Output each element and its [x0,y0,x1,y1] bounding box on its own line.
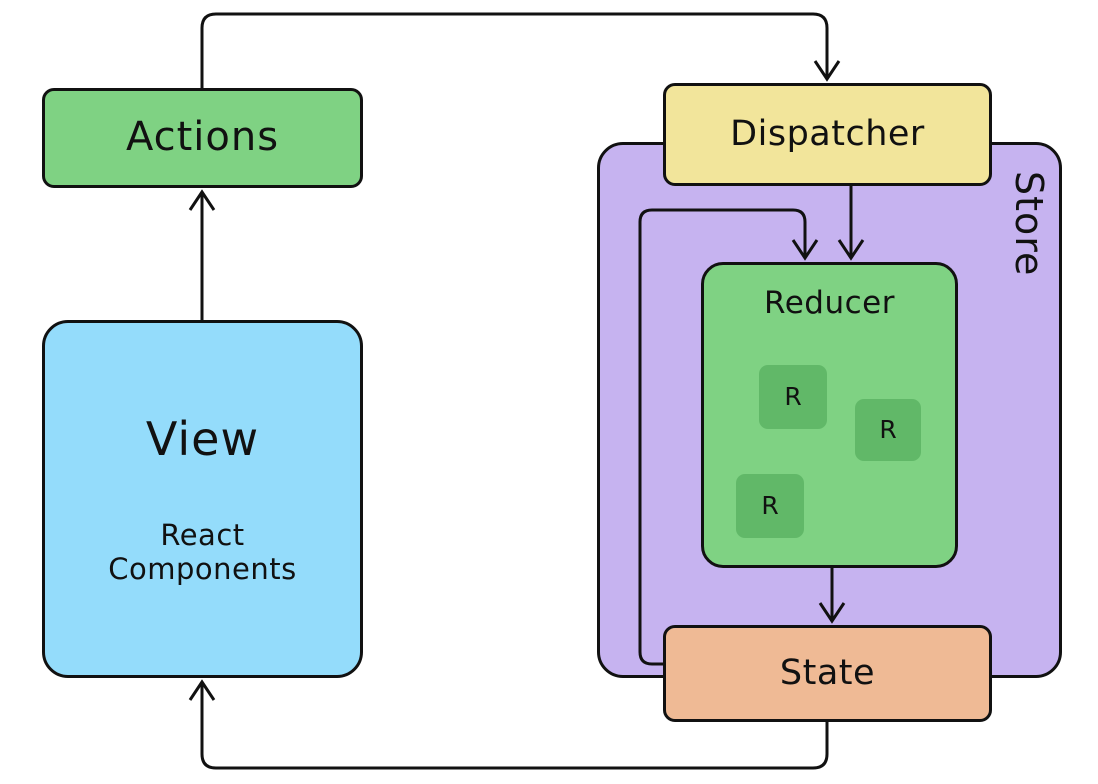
store-label: Store [1007,171,1051,277]
reducer-sub-box[interactable]: R [855,399,921,461]
view-subtitle-line-1: React [160,517,245,552]
dispatcher-label: Dispatcher [730,113,925,154]
reducer-label: Reducer [764,285,895,321]
reducer-sub-box[interactable]: R [736,474,804,538]
reducer-sub-box[interactable]: R [759,365,827,429]
view-subtitle-line-2: Components [108,552,297,587]
dispatcher-box[interactable]: Dispatcher [663,83,992,186]
actions-box[interactable]: Actions [42,88,363,188]
actions-label: Actions [125,114,280,161]
edge-view-to-actions [188,189,216,320]
view-title: View [145,411,260,466]
edge-actions-to-dispatcher [200,12,841,88]
state-box[interactable]: State [663,625,992,722]
view-box[interactable]: View React Components [42,320,363,678]
reducer-box[interactable]: Reducer R R R [701,262,958,568]
state-label: State [779,652,876,693]
